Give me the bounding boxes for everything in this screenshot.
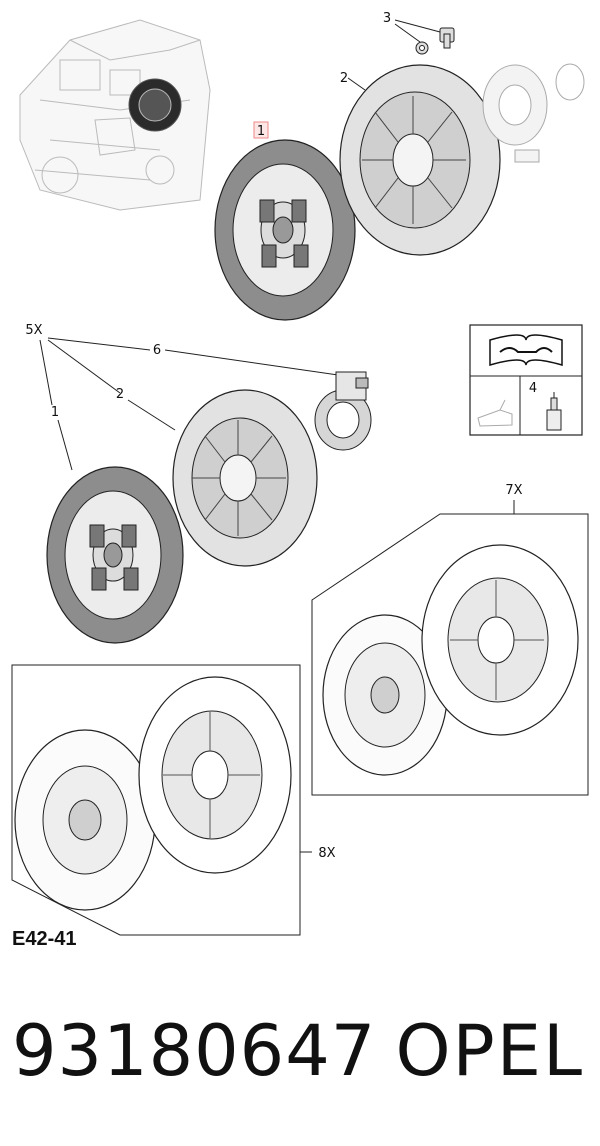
- callout-6: 6: [153, 343, 161, 358]
- clutch-kit-8x: [14, 676, 292, 911]
- callout-2-mid: 2: [116, 387, 124, 402]
- callout-7x: 7X: [505, 483, 522, 498]
- callout-1-mid: 1: [51, 405, 59, 420]
- clutch-disc-middle: [46, 466, 184, 644]
- concentric-slave-cylinder: [314, 371, 372, 451]
- brand-name: OPEL: [395, 1010, 584, 1092]
- part-number: 93180647: [12, 1010, 377, 1092]
- callout-5x: 5X: [25, 323, 42, 338]
- bolt-and-washer: [415, 27, 455, 55]
- pressure-plate-top: [339, 64, 501, 256]
- release-bearing-top: [482, 63, 585, 163]
- diagram-code: E42-41: [12, 928, 77, 950]
- callout-3-top: 3: [383, 11, 391, 26]
- callout-1-top: 1: [257, 124, 265, 139]
- clutch-kit-7x: [322, 544, 579, 776]
- callout-4: 4: [529, 381, 537, 396]
- callout-2-top: 2: [340, 71, 348, 86]
- grease-tube-icon: [546, 392, 562, 431]
- pressure-plate-middle: [172, 389, 318, 567]
- oil-can-icon: [477, 399, 513, 427]
- engine-block-illustration: [19, 19, 211, 211]
- service-icon-box: 4: [469, 324, 583, 436]
- clutch-disc-top: [214, 139, 356, 321]
- manual-wrench-icon: [489, 334, 563, 366]
- exploded-clutch-diagram: 1 2 3 5X 6 2 1: [11, 11, 589, 950]
- footer: 93180647 OPEL: [12, 1010, 592, 1130]
- callout-8x: 8X: [318, 846, 335, 861]
